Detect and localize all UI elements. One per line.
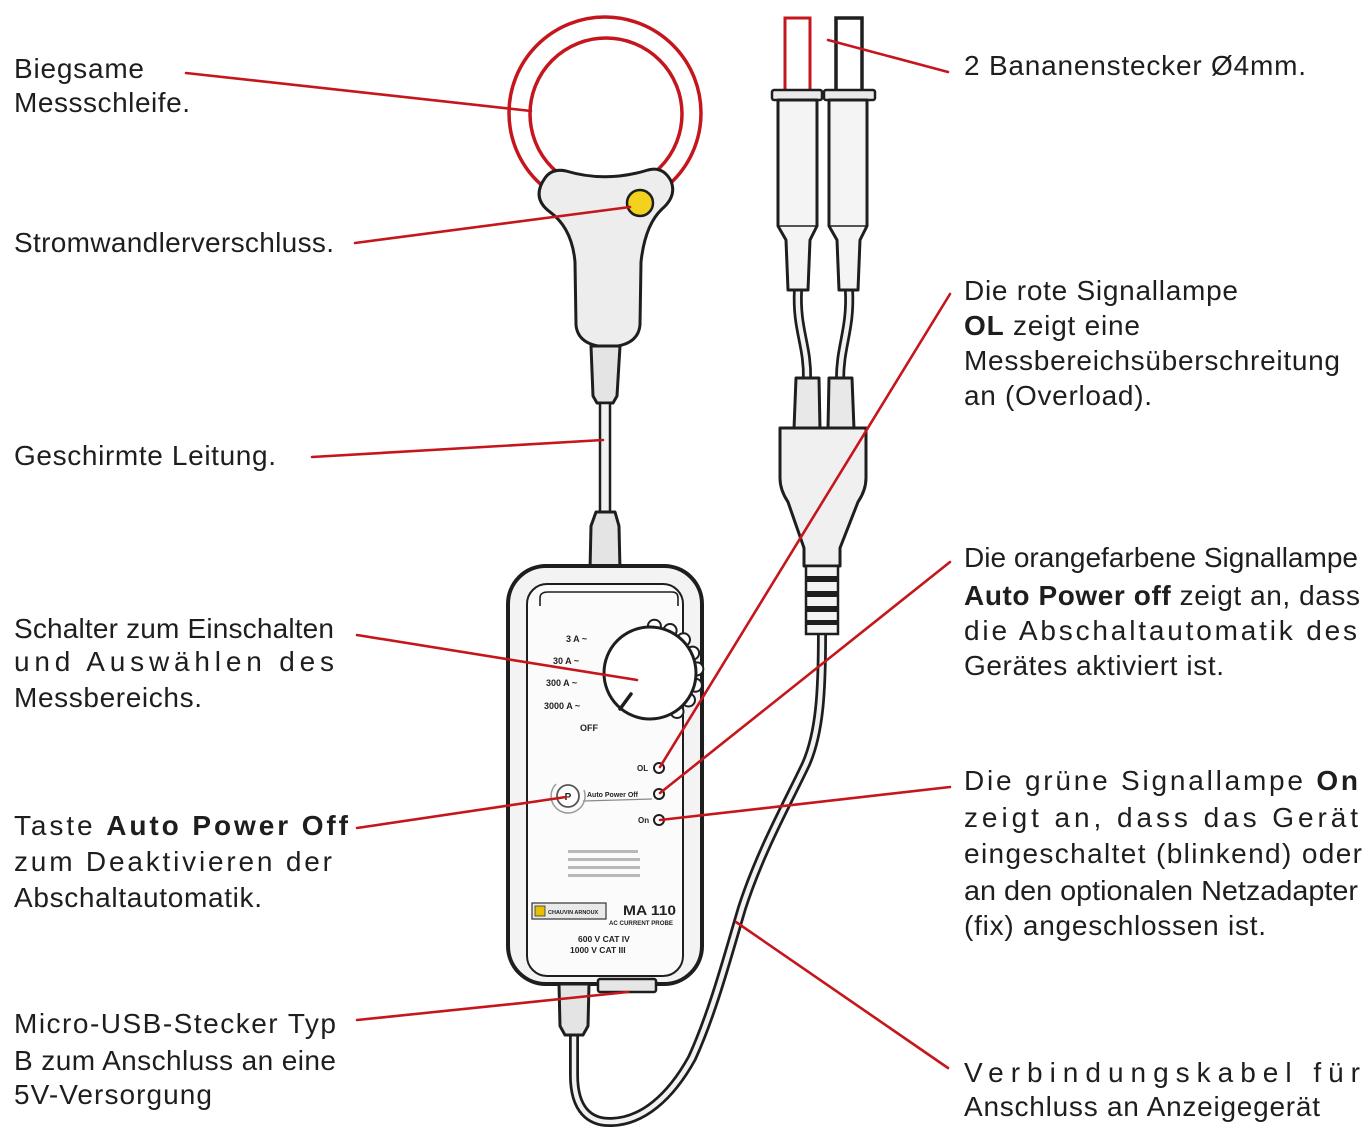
leader-usb — [355, 990, 630, 1022]
led-label-ol: OL — [637, 764, 648, 773]
callout-switch-line-1: Schalter zum Einschalten — [14, 613, 334, 644]
range-label-3000a: 3000 A ~ — [544, 701, 580, 711]
button-ring — [550, 783, 586, 814]
clamp-head — [537, 167, 675, 405]
left-wire-boot — [792, 376, 822, 431]
leader-lines — [184, 38, 952, 1070]
callout-loop-line-1: Biegsame — [14, 53, 144, 84]
callout-shielded-cable: Geschirmte Leitung. — [14, 440, 276, 471]
leader-switch — [355, 633, 639, 682]
callout-apo-button-bold: Auto Power Off — [106, 810, 348, 841]
connection-cable — [569, 633, 827, 1128]
dial-pointer — [618, 692, 633, 711]
callout-loop-line-2: Messschleife. — [14, 87, 190, 118]
loop-inner-edge — [528, 36, 684, 192]
leader-banana-plugs — [826, 38, 950, 74]
callout-lamp-apo-line-1: Die orangefarbene Signallampe — [964, 542, 1358, 573]
auto-power-off-button[interactable]: P — [556, 784, 580, 808]
callout-lamp-on-bold: On — [1316, 765, 1358, 796]
rating-cat-iii: 1000 V CAT III — [570, 945, 626, 955]
range-label-300a: 300 A ~ — [546, 678, 577, 688]
right-wire-boot — [826, 376, 856, 431]
leader-lamp-ol — [658, 292, 952, 769]
callout-banana-plugs: 2 Bananenstecker Ø4mm. — [964, 50, 1306, 81]
red-banana-plug — [770, 16, 824, 292]
callout-lamp-on-line-2: zeigt an, dass das Gerät — [964, 802, 1358, 833]
callout-lamp-apo-plain: zeigt an, dass — [1171, 580, 1360, 611]
bottom-strain-relief — [557, 982, 591, 1037]
callout-lamp-on-line-5: (fix) angeschlossen ist. — [964, 910, 1266, 941]
micro-usb-port — [596, 977, 658, 994]
brand-logo: CHAUVIN ARNOUX — [531, 902, 607, 920]
dial-knob[interactable] — [602, 625, 698, 721]
callout-lamp-ol-bold: OL — [964, 310, 1004, 341]
callout-usb-line-2: B zum Anschluss an eine — [14, 1045, 336, 1076]
leader-loop — [184, 71, 533, 113]
range-selector-dial[interactable] — [602, 618, 705, 721]
callout-switch-line-3: Messbereichs. — [14, 682, 202, 713]
spec-print-lines — [568, 850, 640, 877]
probe-housing: 3 A ~ 30 A ~ 300 A ~ 3000 A ~ OFF OL Aut… — [506, 564, 705, 986]
shielded-cable — [598, 401, 612, 515]
clamp-head-body — [537, 167, 675, 349]
red-banana-pin — [783, 16, 812, 94]
housing-top-strain-relief — [588, 510, 622, 572]
range-label-off: OFF — [580, 723, 598, 733]
housing-top-inset — [539, 591, 679, 606]
callouts-left: Biegsame Messschleife. Stromwandlerversc… — [14, 53, 349, 1110]
leader-lock — [353, 205, 632, 245]
head-strain-relief — [589, 344, 622, 405]
callout-apo-button-plain: Taste — [14, 810, 103, 841]
callout-apo-button-line-2: zum Deaktivieren der — [14, 846, 332, 877]
leader-apo-button — [355, 795, 568, 830]
lock-button-icon — [625, 188, 655, 218]
callout-usb-line-3: 5V-Versorgung — [14, 1079, 212, 1110]
callout-lamp-ol-line-3: Messbereichsüberschreitung — [964, 345, 1340, 376]
callout-lamp-on-line-1: Die grüne Signallampe On — [964, 765, 1358, 796]
callout-apo-button-line-3: Abschaltautomatik. — [14, 882, 262, 913]
range-label-30a: 30 A ~ — [553, 656, 579, 666]
callout-connection-cable-line-2: Anschluss an Anzeigegerät — [964, 1091, 1320, 1122]
rating-cat-iv: 600 V CAT IV — [578, 934, 630, 944]
callout-lock: Stromwandlerverschluss. — [14, 227, 334, 258]
callout-lamp-ol-plain: zeigt eine — [1004, 310, 1140, 341]
callout-lamp-ol-line-2: OL zeigt eine — [964, 310, 1140, 341]
callout-lamp-apo-bold: Auto Power off — [964, 580, 1171, 611]
y-splitter-body — [778, 426, 868, 568]
brand-name: CHAUVIN ARNOUX — [548, 910, 599, 916]
flexible-loop — [507, 15, 703, 211]
callout-lamp-on-line-3: eingeschaltet (blinkend) oder — [964, 838, 1362, 869]
callout-connection-cable-line-1: Verbindungskabel für — [964, 1057, 1360, 1088]
leader-connection-cable — [734, 920, 950, 1070]
banana-plug-assembly — [770, 16, 877, 636]
callout-lamp-apo-line-3: die Abschaltautomatik des — [964, 615, 1357, 646]
callout-lamp-apo-line-2: Auto Power off zeigt an, dass — [964, 580, 1360, 611]
callout-apo-button-line-1: Taste Auto Power Off — [14, 810, 349, 841]
leader-lamp-on — [658, 785, 952, 822]
button-guide-line — [582, 798, 653, 802]
callout-lamp-ol-line-1: Die rote Signallampe — [964, 275, 1238, 306]
model-name: MA 110 — [623, 902, 676, 918]
callout-lamp-on-line-4: an den optionalen Netzadapter — [964, 875, 1358, 906]
led-label-on: On — [638, 816, 649, 825]
callout-switch-line-2: und Auswählen des — [14, 646, 334, 677]
black-banana-pin — [834, 16, 864, 94]
leader-shielded-cable — [310, 438, 605, 459]
callout-lamp-apo-line-4: Gerätes aktiviert ist. — [964, 650, 1224, 681]
callout-lamp-on-plain: Die grüne Signallampe — [964, 765, 1314, 796]
leader-lamp-apo — [658, 560, 952, 795]
model-subtitle: AC CURRENT PROBE — [609, 921, 673, 927]
led-label-auto-power-off: Auto Power Off — [587, 792, 639, 799]
range-label-3a: 3 A ~ — [566, 634, 587, 644]
callout-usb-line-1: Micro-USB-Stecker Typ — [14, 1008, 336, 1039]
callout-lamp-ol-line-4: an (Overload). — [964, 380, 1152, 411]
callouts-right: 2 Bananenstecker Ø4mm. Die rote Signalla… — [964, 50, 1362, 1122]
black-banana-plug — [822, 16, 877, 292]
button-p-label: P — [565, 792, 572, 803]
splitter-strain-relief — [804, 564, 840, 636]
